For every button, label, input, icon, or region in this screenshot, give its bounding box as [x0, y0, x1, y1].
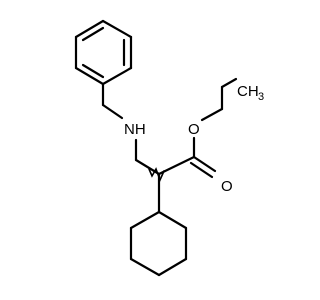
methyl-subscript: 3: [258, 91, 264, 103]
bond: [200, 107, 224, 122]
double-bond-inner: [81, 26, 105, 42]
bond: [74, 19, 105, 39]
bond: [220, 77, 238, 89]
bond: [101, 66, 133, 86]
carbonyl-double-bond: [192, 155, 217, 173]
bond: [101, 103, 124, 120]
ester-oxygen-label: O: [188, 121, 200, 138]
amine-nh-label: NH: [124, 121, 146, 138]
bond: [129, 257, 161, 277]
chemical-structure-diagram: NH O O CH 3: [74, 19, 264, 277]
bond: [101, 19, 133, 39]
bond: [157, 257, 188, 277]
carbonyl-double-bond: [189, 161, 214, 179]
bond: [129, 210, 161, 230]
cyclohexane-ring: [129, 210, 188, 277]
double-bond-inner: [81, 63, 105, 79]
benzene-ring: [74, 19, 133, 86]
bond: [74, 66, 105, 86]
bond: [157, 210, 188, 230]
bond: [157, 155, 196, 176]
bond: [134, 158, 161, 176]
methyl-label: CH: [237, 83, 259, 100]
stereo-squiggle: [148, 167, 165, 183]
carbonyl-oxygen-label: O: [221, 178, 233, 195]
